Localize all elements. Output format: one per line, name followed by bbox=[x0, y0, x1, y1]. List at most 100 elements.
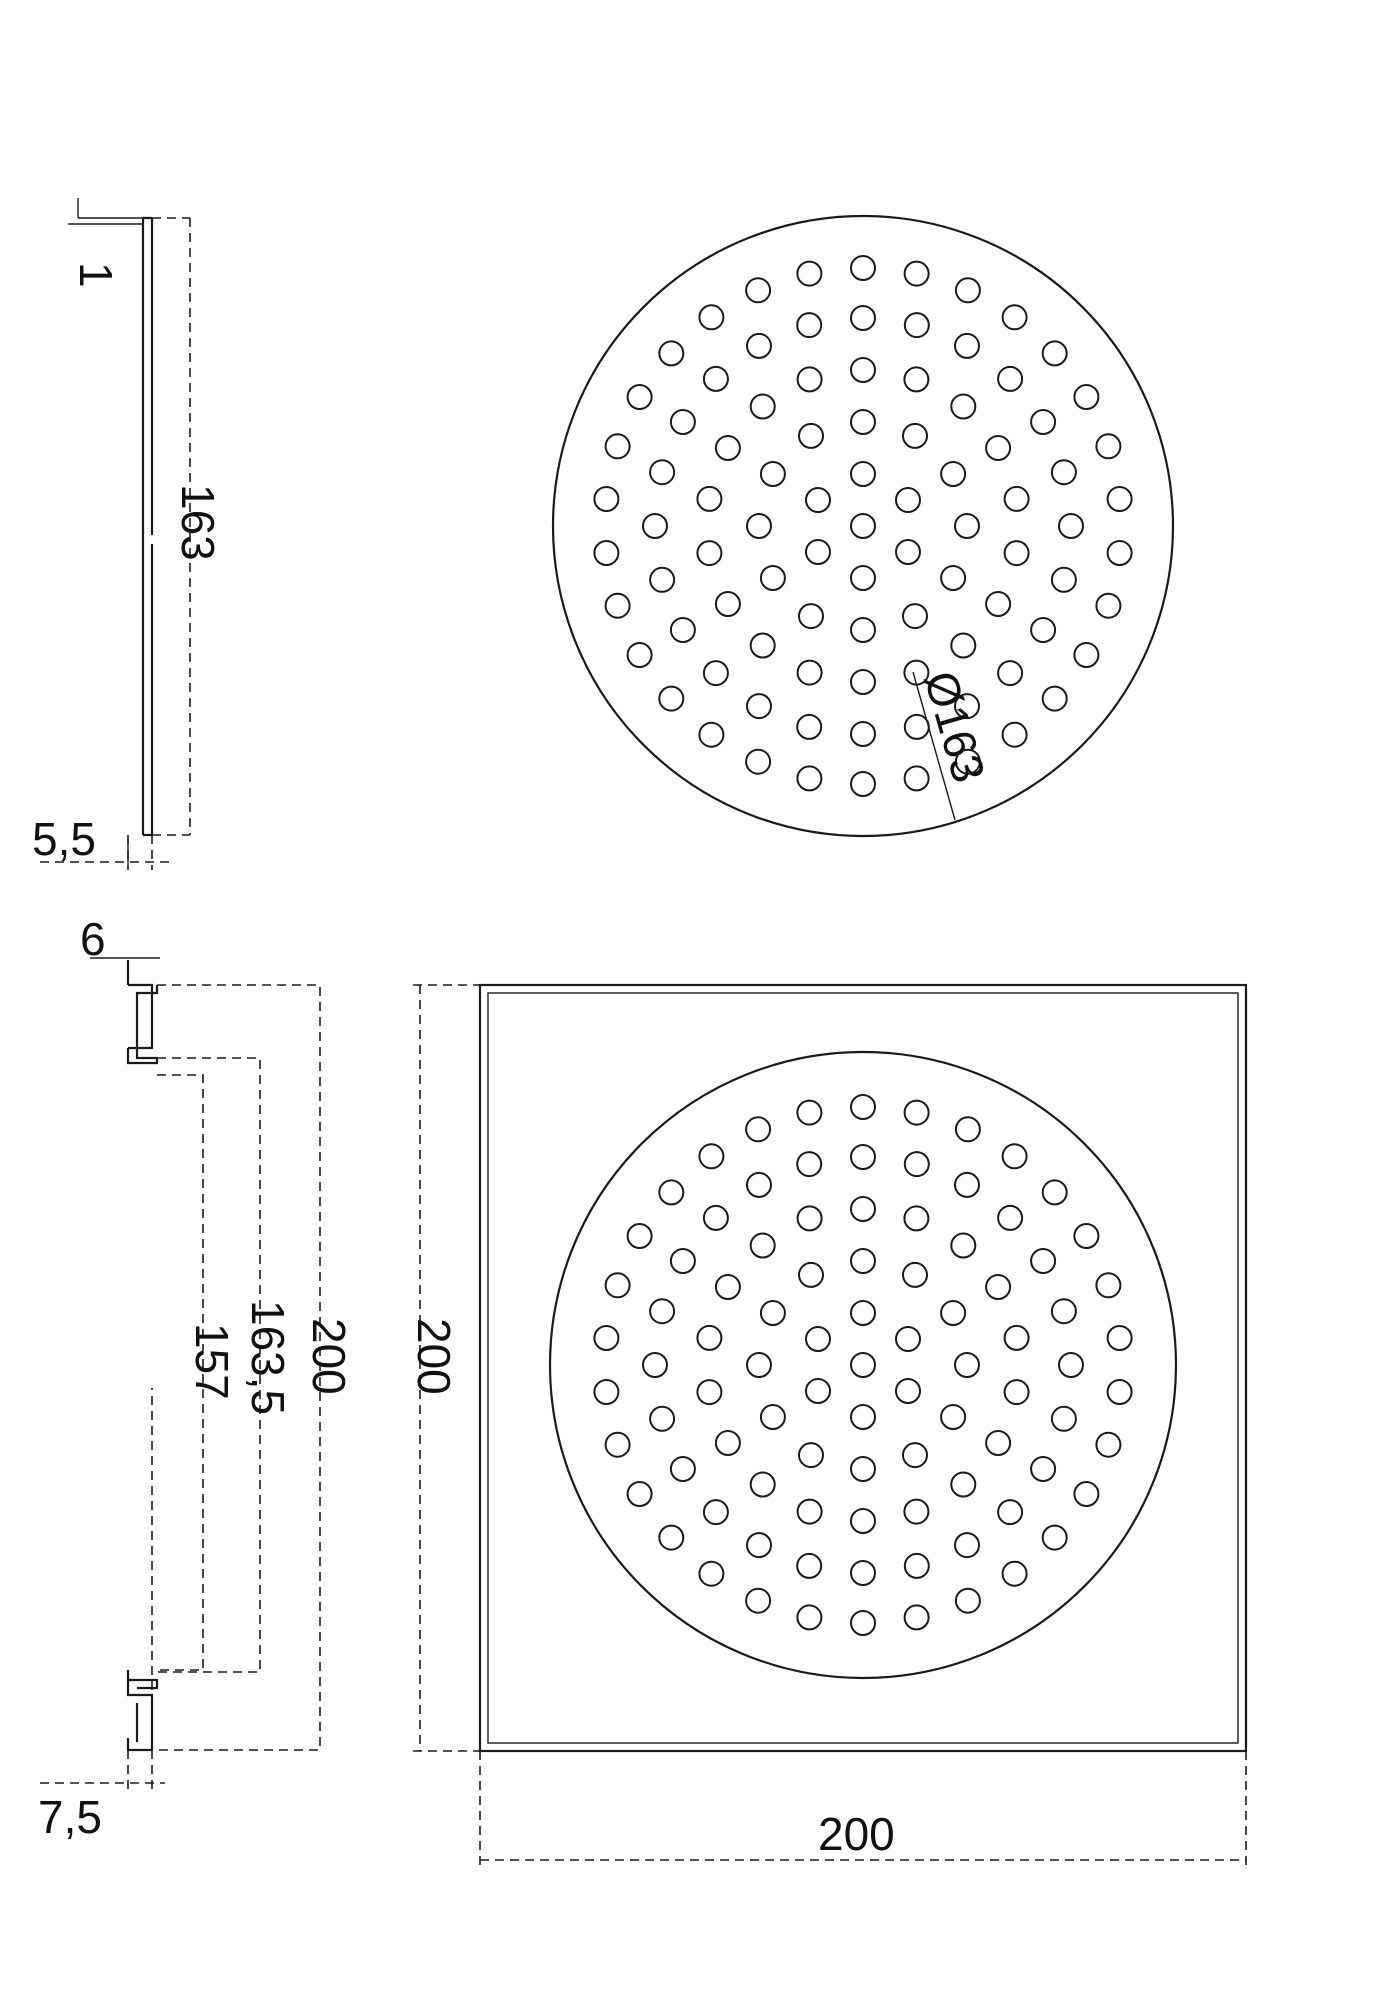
diameter-leader bbox=[912, 671, 956, 821]
drain-hole bbox=[1095, 592, 1122, 619]
drain-hole bbox=[903, 1205, 930, 1232]
cover-side-profile bbox=[40, 198, 191, 870]
drain-hole bbox=[745, 277, 772, 304]
drain-hole bbox=[1030, 1456, 1057, 1482]
drain-hole bbox=[796, 366, 823, 393]
dim-frame-outer: 200 bbox=[303, 1318, 355, 1395]
drain-hole bbox=[895, 1326, 921, 1352]
drain-hole bbox=[698, 721, 725, 748]
drain-hole bbox=[698, 304, 725, 331]
drain-hole bbox=[954, 748, 981, 775]
drain-hole bbox=[954, 1352, 980, 1378]
drain-hole bbox=[626, 1481, 653, 1507]
drain-hole bbox=[649, 566, 676, 593]
frame-drain-hole-pattern bbox=[593, 1094, 1133, 1636]
drain-hole bbox=[1030, 409, 1057, 435]
drain-hole bbox=[903, 260, 930, 287]
drain-hole bbox=[950, 1471, 977, 1498]
drain-hole bbox=[903, 1151, 930, 1178]
drain-hole bbox=[997, 1499, 1024, 1526]
drain-hole bbox=[850, 513, 876, 539]
drain-hole bbox=[1001, 1560, 1028, 1587]
drain-hole bbox=[1073, 642, 1100, 668]
drain-hole bbox=[1095, 1431, 1122, 1458]
drain-hole bbox=[796, 1151, 823, 1178]
drain-hole bbox=[669, 409, 696, 435]
drain-hole bbox=[954, 1171, 980, 1198]
drain-hole bbox=[798, 1442, 824, 1469]
drain-hole bbox=[796, 713, 823, 740]
drain-hole bbox=[1001, 721, 1028, 748]
dim-frame-width: 200 bbox=[818, 1808, 895, 1860]
drain-hole bbox=[902, 1442, 928, 1469]
drain-hole bbox=[1106, 1325, 1133, 1351]
dim-cover-diameter: Ø163 bbox=[914, 665, 995, 788]
drain-hole bbox=[1041, 1179, 1068, 1206]
drain-hole bbox=[850, 617, 876, 643]
drain-hole bbox=[714, 435, 741, 461]
drain-hole bbox=[903, 312, 930, 339]
drain-hole bbox=[1041, 1524, 1068, 1551]
drain-hole bbox=[954, 1587, 981, 1614]
drain-hole bbox=[658, 340, 685, 367]
drain-hole bbox=[759, 1300, 786, 1326]
dim-top-flange: 1 bbox=[70, 262, 122, 288]
drain-hole bbox=[940, 461, 967, 487]
drain-hole bbox=[850, 409, 876, 435]
drain-hole bbox=[950, 1232, 977, 1259]
drain-hole bbox=[805, 1378, 831, 1404]
drain-hole bbox=[759, 461, 786, 487]
drain-hole bbox=[749, 393, 776, 420]
drain-hole bbox=[702, 1204, 729, 1231]
drain-hole bbox=[649, 1298, 676, 1325]
drain-hole bbox=[850, 1300, 876, 1326]
dim-frame-flange: 6 bbox=[80, 913, 106, 965]
drain-hole bbox=[850, 1196, 876, 1222]
drain-hole bbox=[903, 1552, 930, 1579]
drain-hole bbox=[669, 617, 696, 643]
drain-hole bbox=[805, 539, 831, 565]
drain-hole bbox=[1106, 1379, 1133, 1405]
drain-hole bbox=[746, 1171, 772, 1198]
drain-hole bbox=[1001, 1143, 1028, 1170]
drain-hole bbox=[593, 1379, 620, 1405]
cover-top-view bbox=[551, 214, 1175, 838]
drain-hole bbox=[850, 1144, 876, 1170]
drain-hole bbox=[954, 1116, 981, 1143]
drain-hole bbox=[714, 1274, 741, 1300]
drain-hole bbox=[902, 1261, 928, 1288]
drain-hole bbox=[805, 487, 831, 513]
drain-hole bbox=[850, 771, 876, 797]
drain-hole bbox=[642, 513, 668, 539]
drain-hole bbox=[604, 433, 631, 460]
drain-hole bbox=[759, 565, 786, 591]
drain-hole bbox=[714, 1430, 741, 1456]
drain-hole bbox=[1058, 513, 1084, 539]
drain-hole bbox=[658, 1179, 685, 1206]
frame-top-view bbox=[413, 983, 1248, 1865]
drain-hole bbox=[1050, 459, 1077, 486]
drain-hole bbox=[903, 1099, 930, 1126]
drain-hole bbox=[796, 1498, 823, 1525]
drain-hole bbox=[903, 1498, 930, 1525]
drain-hole bbox=[1003, 1379, 1030, 1406]
drain-hole bbox=[1050, 1298, 1077, 1325]
drain-hole bbox=[1050, 1405, 1077, 1432]
drain-hole bbox=[746, 513, 772, 539]
drain-hole bbox=[698, 1560, 725, 1587]
drain-hole bbox=[1003, 1324, 1030, 1351]
drain-hole bbox=[997, 1204, 1024, 1231]
drain-hole bbox=[1003, 540, 1030, 567]
drain-hole bbox=[850, 1560, 876, 1586]
drain-hole bbox=[850, 1456, 876, 1482]
drain-hole bbox=[749, 632, 776, 659]
drain-hole bbox=[593, 540, 620, 566]
drain-hole-pattern bbox=[593, 255, 1133, 797]
drain-hole bbox=[997, 660, 1024, 687]
drain-hole bbox=[626, 642, 653, 668]
drain-hole bbox=[985, 1430, 1012, 1456]
drain-hole bbox=[796, 312, 823, 339]
drain-hole bbox=[1041, 340, 1068, 367]
drain-hole bbox=[658, 685, 685, 712]
drain-hole bbox=[798, 603, 824, 630]
